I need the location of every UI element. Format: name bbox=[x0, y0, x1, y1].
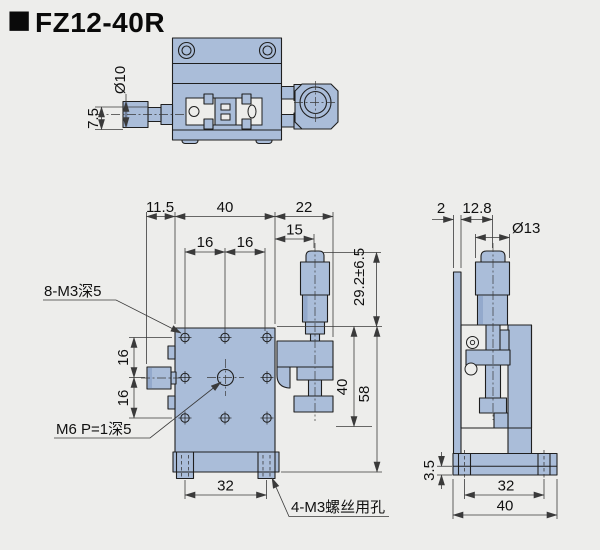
dim-total-height: 58 bbox=[356, 386, 373, 403]
side-view-base bbox=[452, 452, 558, 476]
label-top-holes: 8-M3深5 bbox=[44, 283, 102, 300]
front-view-clamp-block bbox=[276, 340, 334, 368]
top-view-counterbore-left bbox=[177, 41, 196, 60]
dim-hole-span-a: 16 bbox=[197, 234, 214, 251]
dim-base-step: 3.5 bbox=[421, 460, 438, 481]
dim-mic-diameter: Ø13 bbox=[512, 220, 540, 237]
front-view-stage-plate bbox=[174, 327, 276, 453]
top-view-micrometer-mount bbox=[294, 83, 339, 130]
front-view-labels: 8-M3深5 M6 P=1深5 4-M3螺丝用孔 bbox=[43, 283, 389, 517]
title-bullet-icon: ■ bbox=[7, 0, 31, 42]
dim-mic-offset: 12.8 bbox=[462, 200, 491, 217]
side-view-bracket-column bbox=[507, 324, 533, 455]
side-view-dim-bottom: 32 40 bbox=[452, 478, 558, 519]
side-view-vertical-plate bbox=[452, 271, 462, 455]
dim-hole-rise-a: 16 bbox=[115, 349, 132, 366]
front-view-clamp-knob bbox=[141, 345, 180, 410]
side-view-clamp-mechanism bbox=[464, 324, 511, 429]
side-view-dim-base-step: 3.5 bbox=[421, 452, 452, 489]
top-view-slide-mechanism bbox=[185, 93, 263, 130]
dim-knob-diameter: Ø10 bbox=[112, 66, 129, 94]
dim-right-offset: 22 bbox=[296, 199, 313, 216]
dim-left-offset: 11.5 bbox=[146, 199, 174, 216]
dim-stage-width: 40 bbox=[217, 199, 234, 216]
label-center-hole: M6 P=1深5 bbox=[56, 421, 131, 438]
side-view-dim-top: 2 12.8 Ø13 bbox=[432, 200, 540, 268]
front-view-m6-center-hole bbox=[207, 359, 244, 396]
page-title: FZ12-40R bbox=[35, 7, 165, 38]
front-view-dim-top-chain: 11.5 40 22 15 bbox=[145, 199, 334, 364]
front-view-foot-left bbox=[175, 471, 195, 480]
dim-body-height: 40 bbox=[334, 379, 351, 396]
side-view: 2 12.8 Ø13 3.5 32 40 bbox=[421, 200, 558, 519]
dim-foot-span-side: 32 bbox=[498, 478, 515, 495]
dim-hole-span-b: 16 bbox=[237, 234, 254, 251]
dim-knob-offset: 7.5 bbox=[85, 108, 102, 129]
top-view: 7.5 Ø10 bbox=[85, 37, 339, 145]
front-view: 11.5 40 22 15 16 16 16 16 bbox=[43, 199, 389, 517]
front-view-dim-hole-span: 16 16 bbox=[184, 234, 266, 331]
dim-travel: 29.2±6.5 bbox=[351, 248, 368, 306]
dim-plate-thickness: 2 bbox=[437, 200, 445, 217]
front-view-dim-vertical: 29.2±6.5 40 58 bbox=[277, 248, 382, 473]
top-view-top-plate bbox=[171, 37, 283, 65]
label-base-holes: 4-M3螺丝用孔 bbox=[291, 499, 385, 516]
side-view-micrometer bbox=[474, 243, 511, 420]
front-view-dim-foot-span: 32 bbox=[184, 478, 268, 499]
dim-mic-center: 15 bbox=[286, 222, 303, 239]
dim-hole-rise-b: 16 bbox=[115, 390, 132, 407]
front-view-dim-hole-rise: 16 16 bbox=[115, 336, 172, 419]
title-block: ■ FZ12-40R bbox=[7, 0, 165, 42]
top-view-dimensions: 7.5 Ø10 bbox=[85, 66, 148, 131]
top-view-counterbore-right bbox=[258, 41, 277, 60]
top-view-clamp-arm bbox=[280, 81, 339, 130]
dim-foot-span: 32 bbox=[217, 478, 234, 495]
front-view-micrometer bbox=[276, 243, 334, 421]
dim-base-width: 40 bbox=[497, 498, 514, 515]
front-view-foot-right bbox=[257, 471, 276, 480]
